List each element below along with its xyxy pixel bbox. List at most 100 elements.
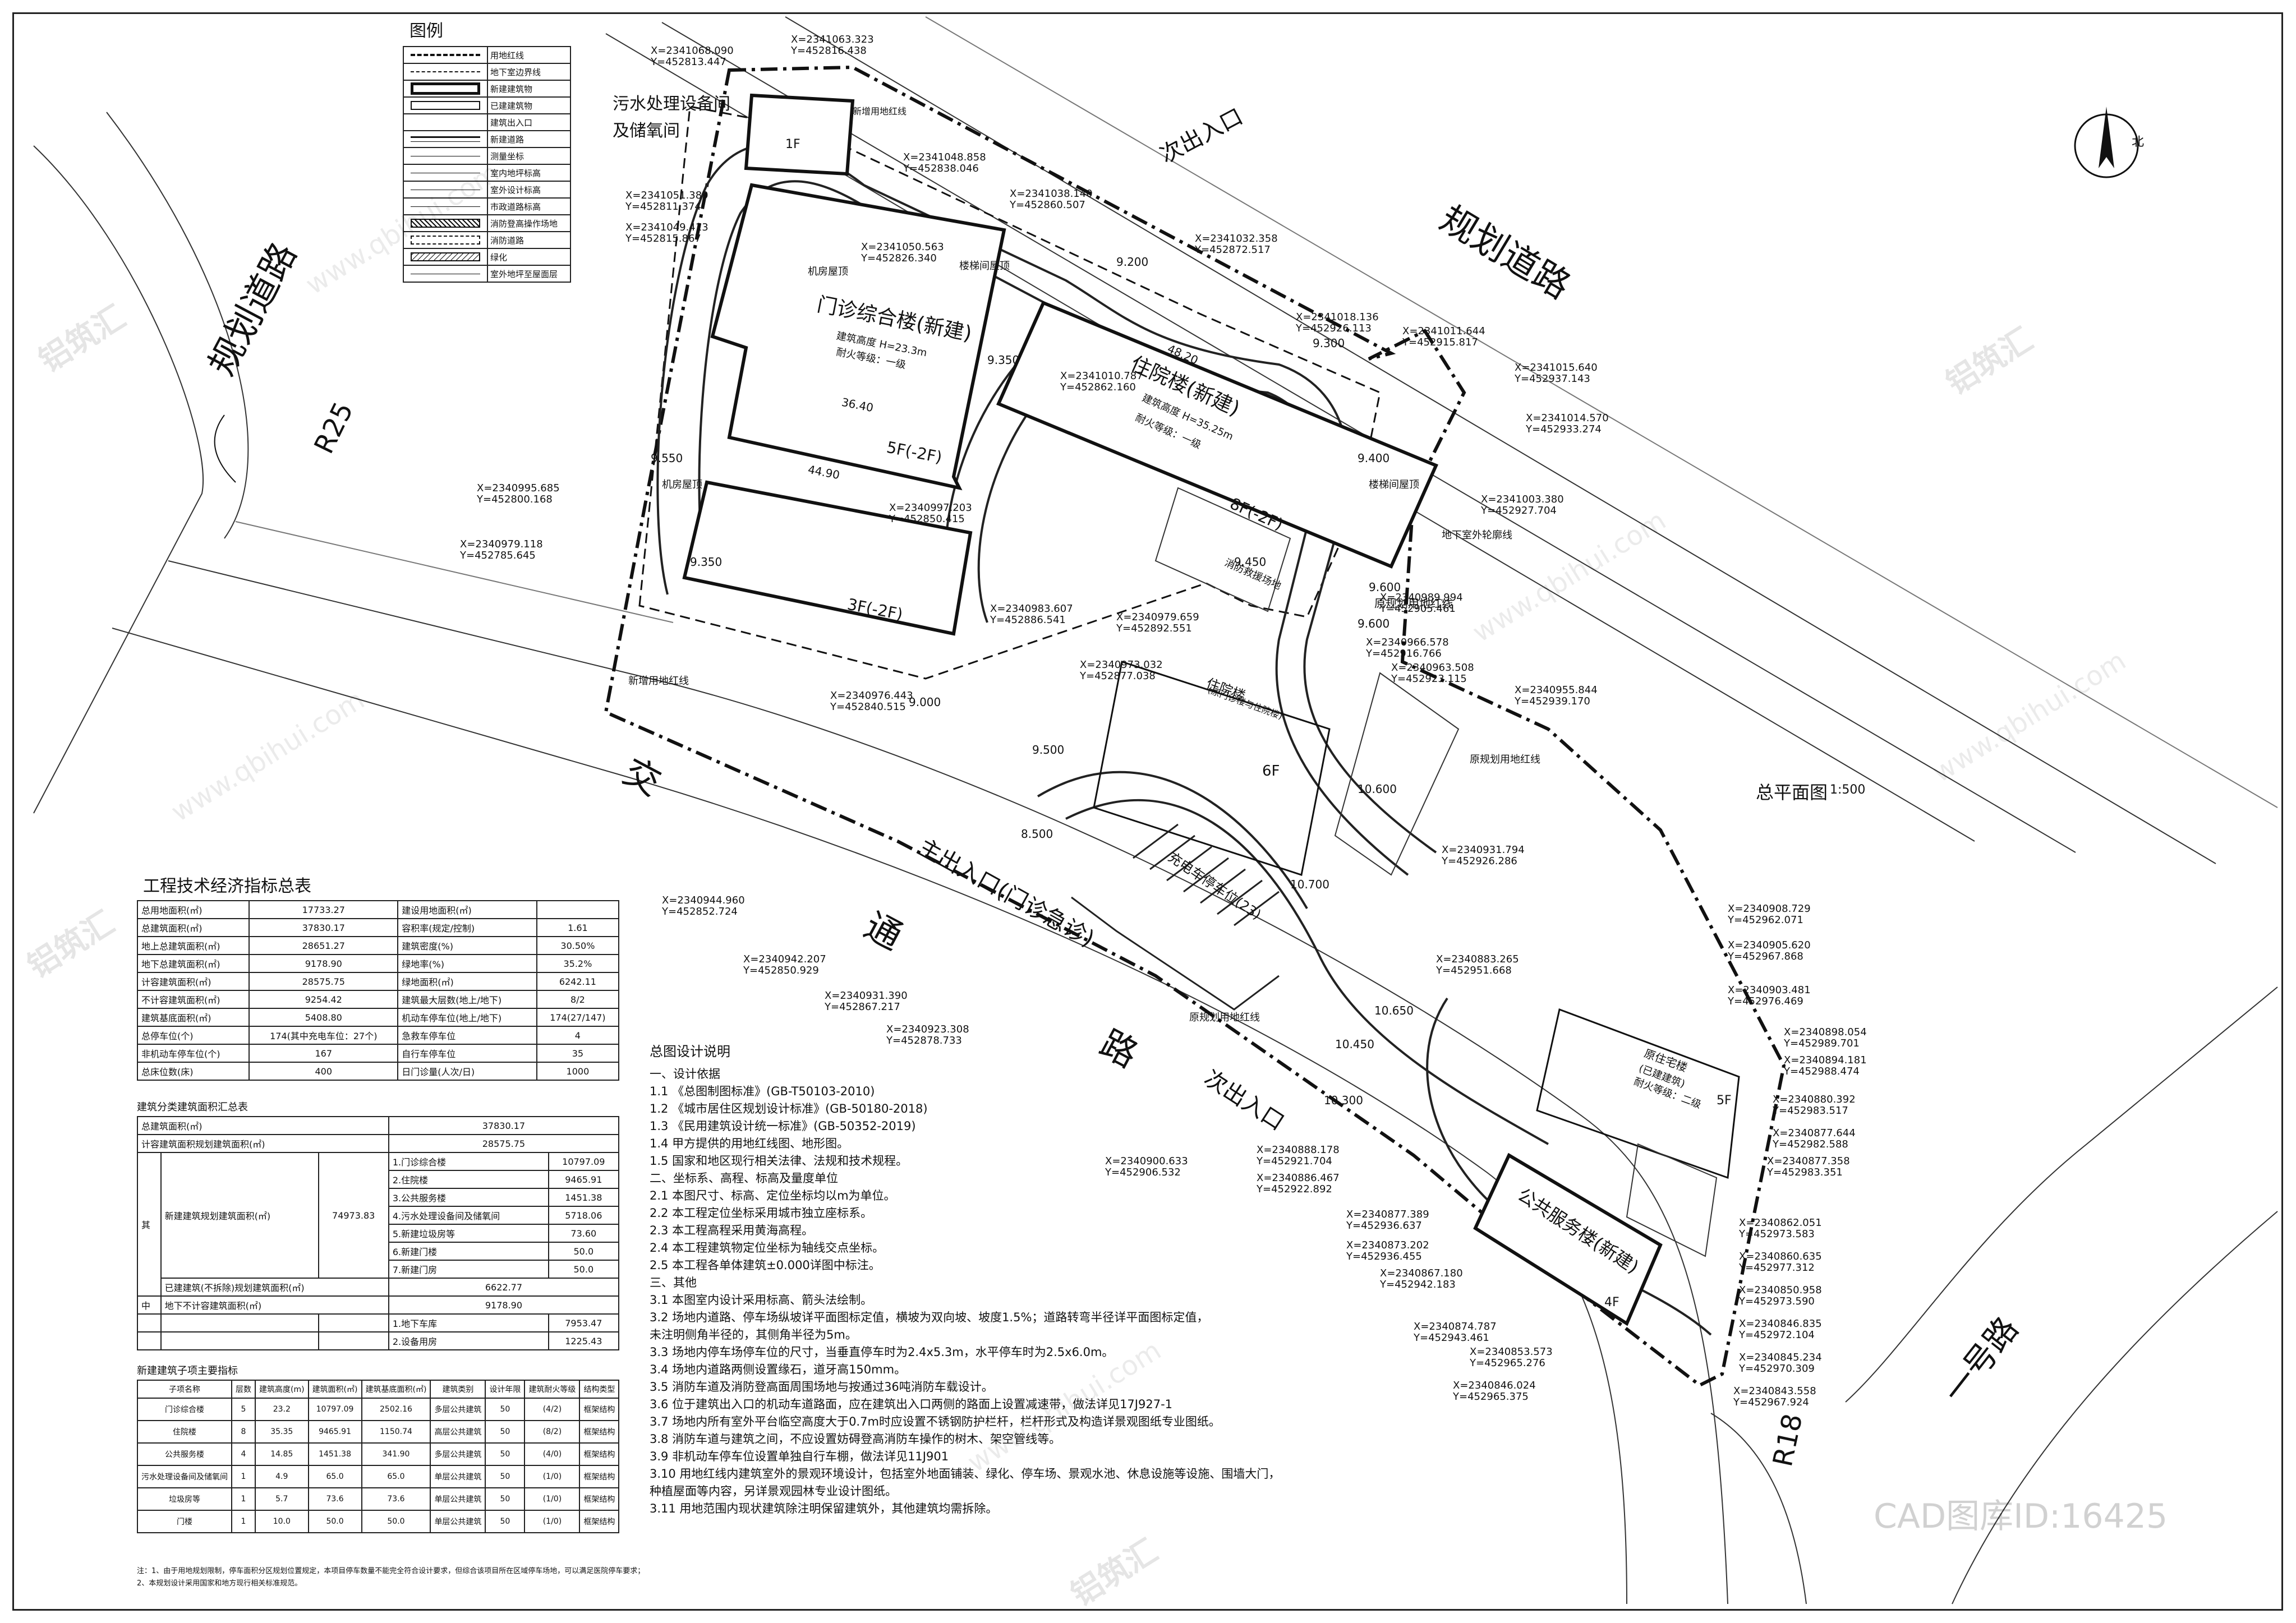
table-cell: 1.61 xyxy=(536,918,620,937)
elevation-label: 9.200 xyxy=(1116,255,1149,269)
legend-symbol xyxy=(403,80,488,98)
table-cell: 50 xyxy=(485,1398,526,1421)
table-cell: 9254.42 xyxy=(249,990,399,1009)
legend-symbol xyxy=(403,231,488,249)
table-cell: 总停车位(个) xyxy=(136,1026,250,1045)
coordinate-label: Y=452785.645 xyxy=(460,550,536,561)
table-cell: 7953.47 xyxy=(547,1313,620,1332)
note-line: 3.5 消防车道及消防登高面周围场地与按通过36吨消防车载设计。 xyxy=(650,1380,993,1394)
note-line: 1.1 《总图制图标准》(GB-T50103-2010) xyxy=(650,1085,875,1098)
road-edge-bottom-3 xyxy=(235,521,674,623)
table-cell: 计容建筑面积(㎡) xyxy=(136,972,250,991)
coordinate-label: Y=452840.515 xyxy=(830,701,906,713)
legend-row: 消防登高操作场地 xyxy=(403,214,571,232)
table-cell: 总用地面积(㎡) xyxy=(136,900,250,919)
table-cell: 非机动车停车位(个) xyxy=(136,1044,250,1063)
floors-extra: (1/0) xyxy=(542,1517,562,1526)
new-building-table: 子项名称层数建筑高度(m)建筑面积(㎡)建筑基底面积(㎡)建筑类别设计年限建筑耐… xyxy=(137,1380,620,1533)
clinic-building-outline xyxy=(710,183,1006,491)
table-cell: 28651.27 xyxy=(249,936,399,955)
coordinate-label: Y=452965.276 xyxy=(1470,1357,1545,1369)
legend-row: 室内地坪标高 xyxy=(403,164,571,182)
fire-climb-area-2 xyxy=(1334,672,1460,876)
note-line: 3.11 用地范围内现状建筑除注明保留建筑外，其他建筑均需拆除。 xyxy=(650,1502,998,1515)
table-cell: 4 xyxy=(536,1026,620,1045)
legend-row: 已建建筑物 xyxy=(403,96,571,114)
floors-extra: (8/2) xyxy=(542,1427,562,1436)
legend-row: 新建道路 xyxy=(403,130,571,148)
table-cell: 高层公共建筑 xyxy=(430,1420,486,1444)
table-cell xyxy=(318,1331,389,1350)
road-edge-right-1 xyxy=(1845,986,2278,1403)
legend-label: 室外地坪至屋面层 xyxy=(487,265,571,283)
floors-extra: (4/0) xyxy=(542,1450,562,1459)
coordinate-label: X=2340976.443 xyxy=(830,690,913,702)
legend-symbol xyxy=(403,181,488,199)
note-line: 2.2 本工程定位坐标采用城市独立座标系。 xyxy=(650,1206,873,1220)
table-cell: 新建建筑规划建筑面积(㎡) xyxy=(160,1152,319,1279)
note-line: 1.2 《城市居住区规划设计标准》(GB-50180-2018) xyxy=(650,1102,928,1115)
note-line: 3.10 用地红线内建筑室外的景观环境设计，包括室外地面铺装、绿化、停车场、景观… xyxy=(650,1467,1281,1481)
table-cell: 17733.27 xyxy=(249,900,399,919)
legend-row: 地下室边界线 xyxy=(403,63,571,81)
coordinate-label: Y=452826.340 xyxy=(861,252,937,264)
table-cell: 5.新建垃圾房等 xyxy=(388,1224,549,1243)
fire-road-1 xyxy=(656,143,1437,854)
residence-floors: 5F xyxy=(1717,1094,1732,1108)
table-cell: 4.污水处理设备间及储氧间 xyxy=(388,1206,549,1225)
table-cell: 30.50% xyxy=(536,936,620,955)
old-red-line-label-2: 原规划用地红线 xyxy=(1470,754,1540,766)
legend-label: 消防道路 xyxy=(487,231,571,249)
table-cell: (4/0) xyxy=(524,1442,581,1466)
legend-row: 消防道路 xyxy=(403,231,571,249)
table-cell: 37830.17 xyxy=(249,918,399,937)
table-cell: 日门诊量(人次/日) xyxy=(397,1062,537,1081)
coordinate-label: Y=452983.351 xyxy=(1767,1166,1843,1178)
coordinate-label: X=2340894.181 xyxy=(1784,1054,1867,1066)
north-arrow xyxy=(2074,107,2139,178)
table-cell: 框架结构 xyxy=(579,1398,620,1421)
legend-row: 室外设计标高 xyxy=(403,181,571,199)
road-edge-left-1 xyxy=(33,145,204,814)
legend-label: 新建道路 xyxy=(487,130,571,148)
table-cell: 建筑最大层数(地上/地下) xyxy=(397,990,537,1009)
table-cell: 50 xyxy=(485,1420,526,1444)
coordinate-label: X=2341049.413 xyxy=(625,222,708,233)
coordinate-label: X=2341048.858 xyxy=(903,151,986,163)
table-cell: 6.新建门楼 xyxy=(388,1242,549,1261)
table-cell: 50 xyxy=(485,1487,526,1511)
note-line: 1.5 国家和地区现行相关法律、法规和技术规程。 xyxy=(650,1154,908,1168)
coordinate-label: Y=452967.868 xyxy=(1728,951,1803,962)
elevation-label: 9.350 xyxy=(690,555,723,569)
inner-road-1 xyxy=(1065,799,1549,1145)
table-cell: 中 xyxy=(137,1295,162,1315)
legend-symbol xyxy=(403,147,488,165)
table-cell: 建筑基底面积(㎡) xyxy=(136,1008,250,1027)
table-cell: 50 xyxy=(485,1465,526,1488)
coordinate-label: Y=452906.532 xyxy=(1105,1166,1181,1178)
table-header-cell: 建筑高度(m) xyxy=(255,1380,309,1399)
table-cell: 地上总建筑面积(㎡) xyxy=(136,936,250,955)
table-cell: (4/2) xyxy=(524,1398,581,1421)
table-cell: 机动车停车位(地上/地下) xyxy=(397,1008,537,1027)
note-line: 3.8 消防车道与建筑之间，不应设置妨碍登高消防车操作的树木、架空管线等。 xyxy=(650,1432,1061,1446)
table-cell: 1.门诊综合楼 xyxy=(388,1152,549,1171)
table-cell: 总建筑面积(㎡) xyxy=(136,918,250,937)
legend-label: 消防登高操作场地 xyxy=(487,214,571,232)
table-row: 中地下不计容建筑面积(㎡)9178.90 xyxy=(137,1295,620,1315)
table-cell: 1451.38 xyxy=(547,1188,620,1207)
elevation-label: 10.450 xyxy=(1335,1038,1374,1051)
legend-row: 新建建筑物 xyxy=(403,80,571,98)
table-cell: 8/2 xyxy=(536,990,620,1009)
table-cell: 35.35 xyxy=(255,1420,309,1444)
table-cell: 174(27/147) xyxy=(536,1008,620,1027)
